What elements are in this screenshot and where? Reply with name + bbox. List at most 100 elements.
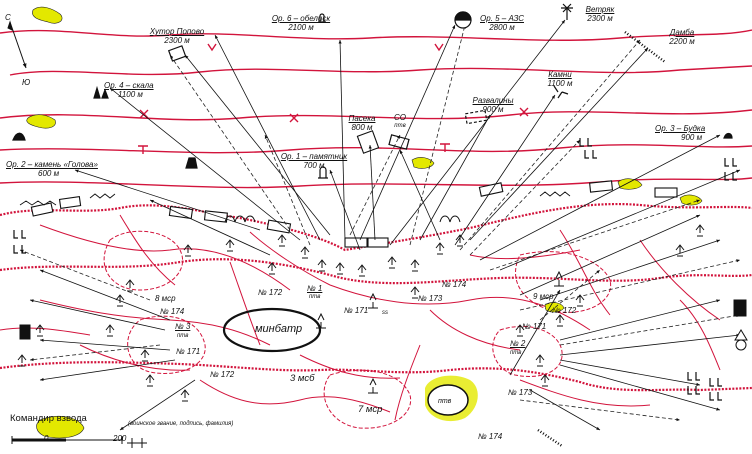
sight-lines-dashed (19, 24, 741, 422)
landmark-name-pamyatnik: Ор. 1 – памятник (280, 152, 348, 161)
unit-label: № 172 (552, 306, 577, 315)
scale-value: 200 (113, 434, 127, 443)
line-marks (138, 43, 529, 154)
landmark-distance-kamni: 1100 м (547, 79, 573, 88)
misc-symbols (19, 270, 748, 448)
soldier-figures (17, 224, 705, 402)
landmark-distance-vetryak: 2300 м (587, 14, 613, 23)
unit-label: ss (382, 310, 388, 316)
so-label: СО (394, 113, 406, 122)
legend-note: (воинское звание, подпись, фамилия) (128, 421, 234, 427)
obstacles (224, 215, 461, 223)
unit-label: № 172 (210, 370, 235, 379)
unit-label: № 174 (160, 307, 185, 316)
soldier-figure (695, 224, 705, 237)
hutor-symbol (167, 45, 187, 62)
soldier-figure (140, 349, 150, 362)
stones-symbol (553, 85, 569, 99)
booth-symbol (723, 132, 733, 139)
landmark-name-kamni: Камни (548, 70, 572, 79)
rock-symbol (93, 85, 109, 99)
landmark-name-obelisk: Ор. 6 – обелиск (271, 14, 331, 23)
unit-label: № 1 (307, 284, 323, 293)
landmark-name-budka: Ор. 3 – Будка (655, 124, 706, 133)
landmark-name-vetryak: Ветряк (585, 5, 615, 14)
soldier-figure (515, 324, 525, 337)
soldier-figure (115, 294, 125, 307)
soldier-figure (675, 244, 685, 257)
so-symbol (388, 134, 410, 150)
soldier-figure (335, 262, 345, 275)
unit-label: № 171 (176, 347, 201, 356)
landmark-distance-skala: 1100 м (118, 90, 143, 99)
soldier-figure (410, 286, 420, 299)
landmark-distance-pasek: 800 м (351, 123, 373, 132)
soldier-figure (387, 256, 397, 269)
unit-label: птв (177, 333, 189, 339)
soldier-figure (125, 279, 135, 292)
ruins-symbol (464, 109, 488, 125)
soldier-figure (183, 244, 193, 257)
legend-title: Командир взвода (10, 413, 87, 424)
landmark-name-pasek: Пасека (348, 114, 376, 123)
unit-label: № 173 (508, 388, 533, 397)
soldier-figure (145, 374, 155, 387)
soldier-figure (540, 374, 550, 387)
so-sublabel: птв (394, 123, 406, 129)
landmark-name-razvaliny: Развалины (472, 96, 514, 105)
soldier-figure (277, 234, 287, 247)
trench-network (0, 214, 721, 421)
boundary-lines (0, 29, 752, 189)
soldier-figure (555, 314, 565, 327)
scale-bar (11, 436, 123, 444)
monument-symbol (318, 166, 328, 179)
landmark-name-azs: Ор. 5 – АЗС (480, 14, 524, 23)
unit-label: 9 мср (533, 292, 554, 301)
landmark-distance-kamen: 600 м (38, 169, 60, 178)
unit-label: № 173 (418, 294, 443, 303)
soldier-figure (35, 324, 45, 337)
unit-label: № 174 (442, 280, 467, 289)
soldier-figure (225, 239, 235, 252)
minbatr-area (222, 307, 322, 353)
sight-lines (29, 19, 741, 431)
soldier-figure (535, 354, 545, 367)
unit-label: птв (510, 350, 522, 356)
soldier-figure (435, 242, 445, 255)
landmark-distance-hutor: 2300 м (164, 36, 190, 45)
landmark-distance-pamyatnik: 700 м (303, 161, 325, 170)
landmark-name-damba: Дамба (669, 28, 695, 37)
barbed-wire (19, 31, 666, 448)
landmark-distance-damba: 2200 м (669, 37, 695, 46)
unit-label: 8 мср (155, 294, 176, 303)
unit-label: № 3 (175, 322, 191, 331)
obelisk-symbol (318, 13, 326, 23)
soldier-figure (575, 294, 585, 307)
l-marks (13, 138, 737, 401)
landmark-name-hutor: Хутор Попово (149, 27, 205, 36)
trench-positions (30, 130, 678, 248)
soldier-figure (267, 262, 277, 275)
soldier-figure (17, 354, 27, 367)
landmark-distance-budka: 900 м (681, 133, 703, 142)
scale-zero: 0 (44, 434, 49, 443)
soldier-figure (455, 234, 465, 247)
compass-south: Ю (22, 78, 31, 87)
soldier-figure (317, 259, 327, 272)
soldier-figure (410, 259, 420, 272)
compass-north: С (5, 13, 11, 22)
compass (7, 20, 27, 69)
soldier-figure (180, 389, 190, 402)
unit-label: птв (309, 294, 321, 300)
unit-label: 3 мсб (290, 373, 315, 384)
landmark-distance-razvaliny: 900 м (482, 105, 504, 114)
landmark-symbols (12, 3, 733, 179)
ptv-area (425, 375, 478, 422)
unit-label: № 174 (478, 432, 503, 441)
vegetation (26, 6, 703, 439)
unit-label: № 172 (258, 288, 283, 297)
minbatr-label: минбатр (255, 323, 303, 335)
landmark-distance-azs: 2800 м (489, 23, 515, 32)
